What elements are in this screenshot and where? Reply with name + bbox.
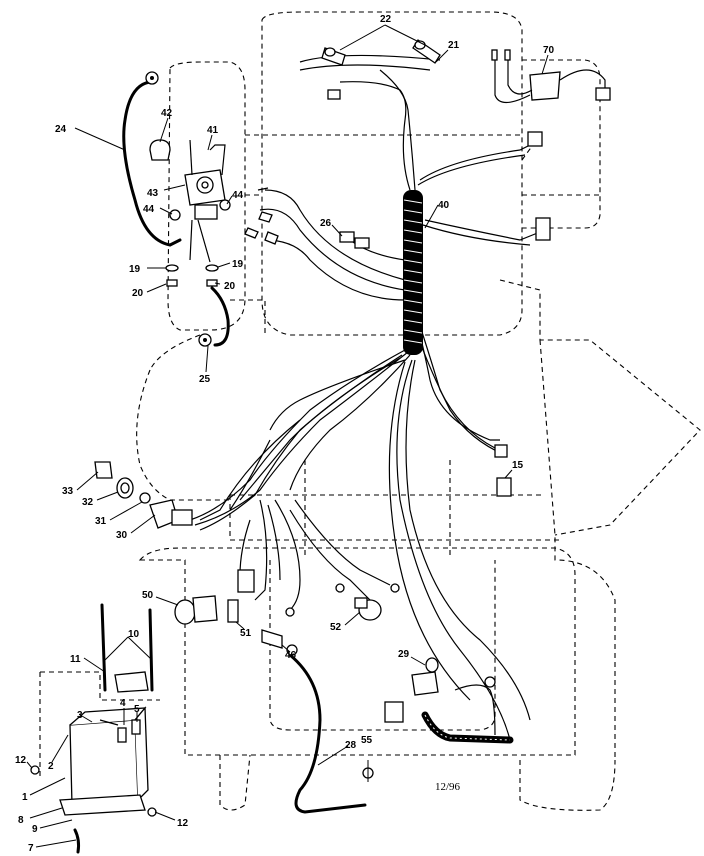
- callout-2: 2: [48, 761, 54, 772]
- date-stamp: 12/96: [435, 781, 461, 793]
- connector-front-right: [527, 131, 543, 147]
- callout-12-right: 12: [177, 818, 189, 829]
- callout-1: 1: [22, 792, 28, 803]
- relay-70: [491, 49, 611, 104]
- callout-31: 31: [95, 516, 107, 527]
- callout-3: 3: [77, 710, 83, 721]
- leader-lines: [26, 24, 549, 848]
- headlight-bulbs-22: [321, 39, 441, 66]
- callout-19-left: 19: [129, 264, 141, 275]
- callout-24: 24: [55, 124, 67, 135]
- callout-44-right: 44: [232, 190, 244, 201]
- callout-29: 29: [398, 649, 410, 660]
- ignition-switch-30-33: [94, 461, 193, 529]
- callout-22: 22: [380, 14, 392, 25]
- ring-terminals-mid: [285, 583, 400, 617]
- callout-7: 7: [28, 843, 34, 854]
- rear-coil-cord: [421, 684, 514, 744]
- harness-conduit-coil: [403, 190, 423, 355]
- callout-30: 30: [116, 530, 128, 541]
- battery-assembly: [30, 603, 157, 854]
- callout-10: 10: [128, 629, 140, 640]
- fuse-51: [227, 599, 239, 623]
- switch-52: [354, 597, 382, 621]
- ground-wire-24: [122, 71, 182, 247]
- callout-42: 42: [161, 108, 173, 119]
- clip-42: [149, 139, 171, 161]
- callout-46: 46: [285, 650, 297, 661]
- callout-labels: 22 21 70 42 41 24 43 44 44 40 26 19 19 2…: [15, 14, 555, 854]
- callout-5: 5: [134, 704, 140, 715]
- callout-9: 9: [32, 824, 38, 835]
- callout-25: 25: [199, 374, 211, 385]
- callout-43: 43: [147, 188, 159, 199]
- callout-19-right: 19: [232, 259, 244, 270]
- ring-terminal-rear: [484, 676, 496, 688]
- callout-44-left: 44: [143, 204, 155, 215]
- ground-cable-28: [286, 644, 374, 814]
- callout-41: 41: [207, 125, 219, 136]
- connector-rear-left: [384, 701, 404, 723]
- callout-4: 4: [120, 698, 126, 709]
- callout-33: 33: [62, 486, 74, 497]
- callout-70: 70: [543, 45, 555, 56]
- callout-32: 32: [82, 497, 94, 508]
- terminals-mid-left: [244, 187, 279, 245]
- switch-50: [174, 595, 218, 625]
- callout-28: 28: [345, 740, 357, 751]
- tractor-outline: [39, 11, 701, 811]
- connector-right-side: [535, 217, 551, 241]
- callout-52: 52: [330, 622, 342, 633]
- nuts-44: [169, 199, 231, 221]
- callout-8: 8: [18, 815, 24, 826]
- callout-11: 11: [70, 654, 81, 665]
- callout-55: 55: [361, 735, 373, 746]
- connector-21: [327, 89, 341, 100]
- callout-26: 26: [320, 218, 332, 229]
- connector-block: [237, 569, 255, 593]
- harness-wires: [189, 54, 546, 741]
- bracket-46: [261, 629, 283, 649]
- callout-50: 50: [142, 590, 154, 601]
- washers-19-20: [165, 219, 219, 287]
- callout-51: 51: [240, 628, 252, 639]
- callout-21: 21: [448, 40, 460, 51]
- connector-26: [339, 231, 370, 249]
- callout-20-right: 20: [224, 281, 236, 292]
- solenoid-43: [184, 139, 226, 220]
- connector-15: [494, 444, 512, 497]
- module-29: [411, 657, 439, 696]
- callout-40: 40: [438, 200, 450, 211]
- callout-12-left: 12: [15, 755, 27, 766]
- callout-20-left: 20: [132, 288, 144, 299]
- cable-25: [198, 286, 230, 347]
- callout-15: 15: [512, 460, 524, 471]
